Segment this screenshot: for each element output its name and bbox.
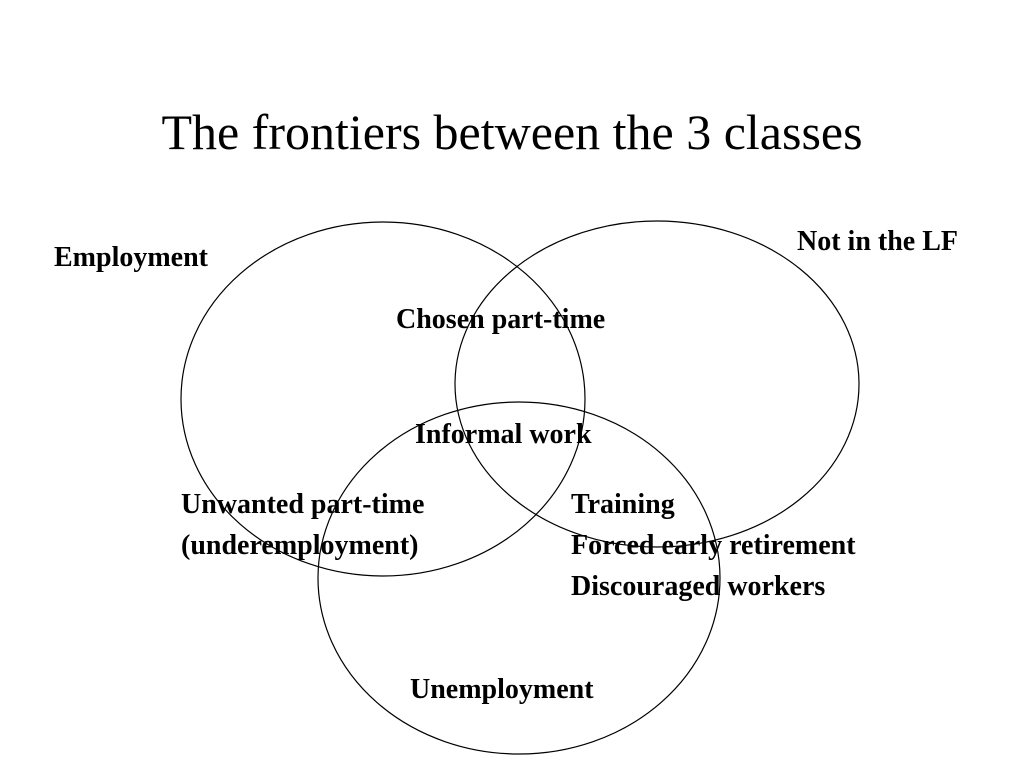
underemployment-line: (underemployment) (181, 530, 419, 561)
slide-title: The frontiers between the 3 classes (161, 104, 863, 160)
training-label: Training Forced early retirement Discour… (571, 484, 856, 607)
discouraged-workers-line: Discouraged workers (571, 571, 826, 602)
not-in-lf-label: Not in the LF (797, 226, 958, 257)
unemployment-circle (317, 401, 721, 755)
not-in-lf-circle (454, 220, 860, 548)
unemployment-label: Unemployment (410, 674, 594, 705)
training-line: Training (571, 489, 675, 520)
forced-early-retirement-line: Forced early retirement (571, 530, 856, 561)
unwanted-part-time-label: Unwanted part-time (underemployment) (181, 484, 424, 566)
employment-label: Employment (54, 242, 208, 273)
unwanted-part-time-line: Unwanted part-time (181, 489, 425, 520)
informal-work-label: Informal work (415, 419, 592, 450)
employment-circle (180, 221, 586, 577)
chosen-part-time-label: Chosen part-time (396, 304, 606, 335)
